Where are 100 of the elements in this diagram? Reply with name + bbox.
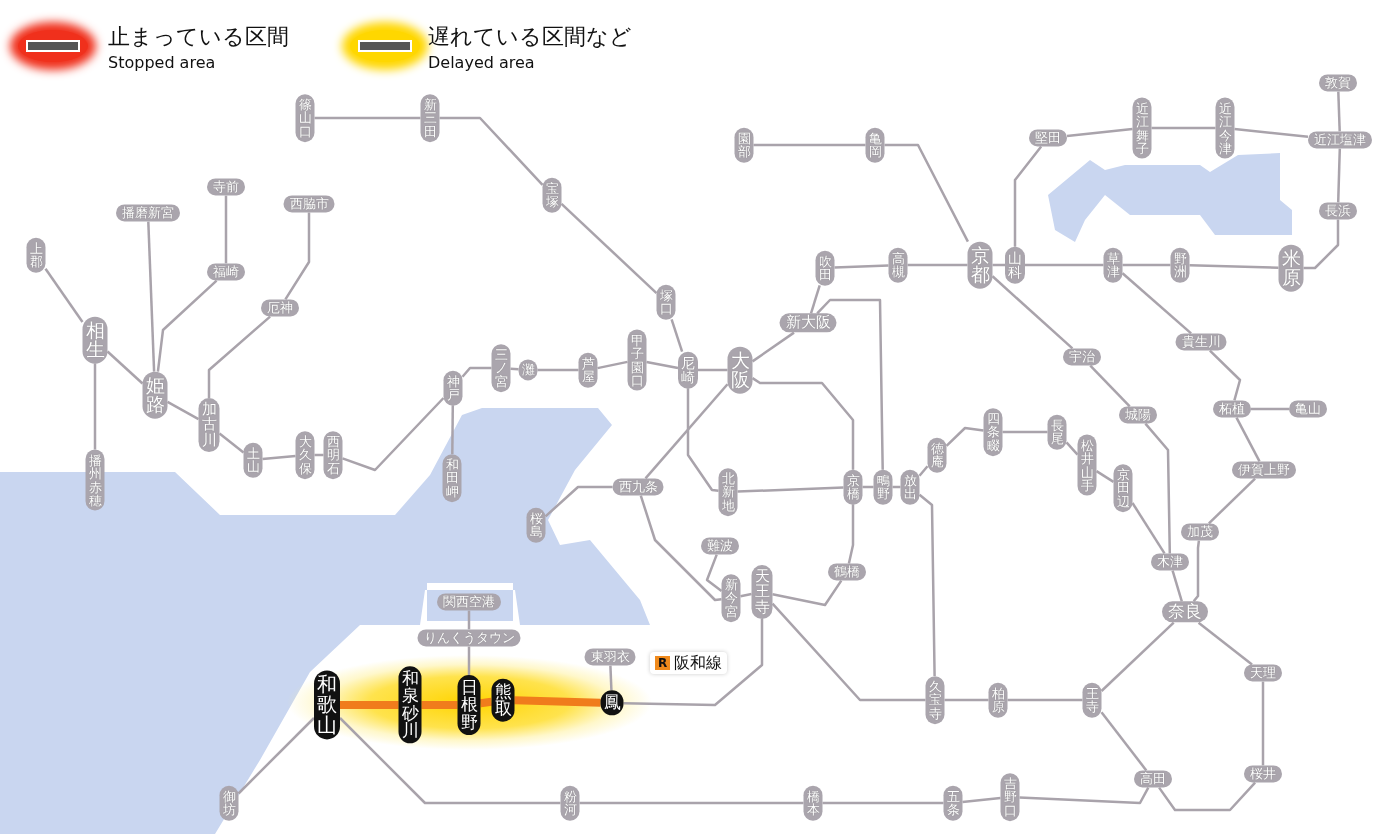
track-line <box>1095 470 1115 483</box>
station-marker: 新三田 <box>420 94 440 142</box>
track-line <box>1158 781 1257 812</box>
track-line <box>1151 126 1216 130</box>
track-line <box>962 796 1001 804</box>
station-marker: 芦屋 <box>578 352 598 388</box>
station-marker: 敦賀 <box>1319 74 1357 92</box>
station-marker: 篠山口 <box>295 94 315 142</box>
station-marker: 大阪 <box>727 346 753 394</box>
station-marker: 貴生川 <box>1175 333 1227 351</box>
track-line <box>510 367 519 371</box>
station-marker: 和泉砂川 <box>398 666 422 744</box>
track-line <box>237 717 315 795</box>
station-marker: 松井山手 <box>1077 434 1097 496</box>
station-marker: 城陽 <box>1119 406 1157 424</box>
track-line <box>1089 364 1131 408</box>
track-line <box>705 554 723 592</box>
station-marker: 大久保 <box>295 431 315 479</box>
track-line <box>1235 417 1261 462</box>
station-marker: 亀岡 <box>865 127 885 163</box>
station-marker: 神戸 <box>443 370 463 406</box>
track-line <box>639 495 722 602</box>
station-marker: 鶴橋 <box>828 563 866 581</box>
track-line <box>944 698 989 702</box>
track-line <box>816 298 884 470</box>
track-line <box>514 696 601 707</box>
track-line <box>822 801 944 805</box>
station-marker: 橋本 <box>803 785 823 821</box>
station-marker: 桜井 <box>1244 765 1282 783</box>
station-marker: 近江塩津 <box>1308 131 1372 149</box>
track-line <box>991 275 1074 350</box>
track-line <box>1025 263 1104 267</box>
station-marker: 塚口 <box>656 284 676 320</box>
track-line <box>623 618 764 707</box>
station-marker: 熊取 <box>491 678 515 722</box>
track-line <box>156 279 218 372</box>
track-line <box>461 366 492 378</box>
station-marker: 相生 <box>82 316 108 364</box>
station-marker: 日根野 <box>457 675 481 735</box>
track-line <box>698 368 728 372</box>
station-marker: 土山 <box>243 442 263 478</box>
station-marker: 高槻 <box>888 247 908 283</box>
track-line <box>339 717 561 805</box>
station-marker: 近江今津 <box>1215 97 1235 159</box>
station-marker: 五条 <box>943 785 963 821</box>
track-line <box>1261 681 1265 766</box>
track-line <box>342 397 445 472</box>
station-marker: 西脇市 <box>283 195 335 213</box>
track-line <box>467 646 471 675</box>
track-line <box>992 263 1005 267</box>
track-line <box>751 377 855 470</box>
station-marker: 徳庵 <box>927 437 947 473</box>
track-line <box>544 485 613 518</box>
station-marker: 吹田 <box>815 250 835 286</box>
track-line <box>207 315 271 399</box>
track-line <box>834 264 889 269</box>
station-marker: 播磨新宮 <box>116 204 180 222</box>
track-line <box>1002 430 1048 434</box>
station-marker: 野洲 <box>1170 247 1190 283</box>
track-line <box>314 453 324 457</box>
station-marker: 宝塚 <box>542 177 562 213</box>
station-marker: 尼崎 <box>678 351 698 389</box>
station-marker: 王寺 <box>1082 682 1102 718</box>
track-line <box>1019 787 1150 805</box>
track-line <box>609 665 613 691</box>
track-line <box>284 212 311 301</box>
track-line <box>751 331 795 363</box>
track-line <box>809 284 821 314</box>
track-line <box>644 383 729 480</box>
track-line <box>218 432 245 454</box>
station-marker: 近江舞子 <box>1132 97 1152 159</box>
track-line <box>44 268 84 323</box>
station-marker: 亀山 <box>1289 400 1327 418</box>
track-line <box>314 116 421 120</box>
station-marker: 京田辺 <box>1113 464 1133 512</box>
station-marker: 難波 <box>701 537 739 555</box>
track-line <box>686 388 719 493</box>
track-line <box>537 368 579 372</box>
track-line <box>262 454 296 461</box>
station-marker: 西九条 <box>612 478 664 496</box>
legend-label: 止まっている区間 <box>108 26 289 48</box>
track-line <box>907 263 968 267</box>
track-line <box>670 318 684 353</box>
track-line <box>1171 570 1183 602</box>
station-marker: 加古川 <box>198 398 220 452</box>
track-line <box>479 697 493 708</box>
line-badge: R <box>655 656 671 670</box>
track-line <box>451 405 455 455</box>
station-marker: 甲子園口 <box>627 329 647 391</box>
track-line <box>884 143 969 243</box>
track-line <box>597 360 628 370</box>
track-line <box>1208 477 1256 525</box>
station-marker: 加茂 <box>1181 523 1219 541</box>
station-marker: 天理 <box>1244 664 1282 682</box>
track-line <box>771 602 926 702</box>
track-line <box>340 701 399 709</box>
track-line <box>1122 263 1171 267</box>
track-line <box>1131 502 1166 555</box>
track-line <box>1192 540 1201 603</box>
track-line <box>772 579 843 607</box>
